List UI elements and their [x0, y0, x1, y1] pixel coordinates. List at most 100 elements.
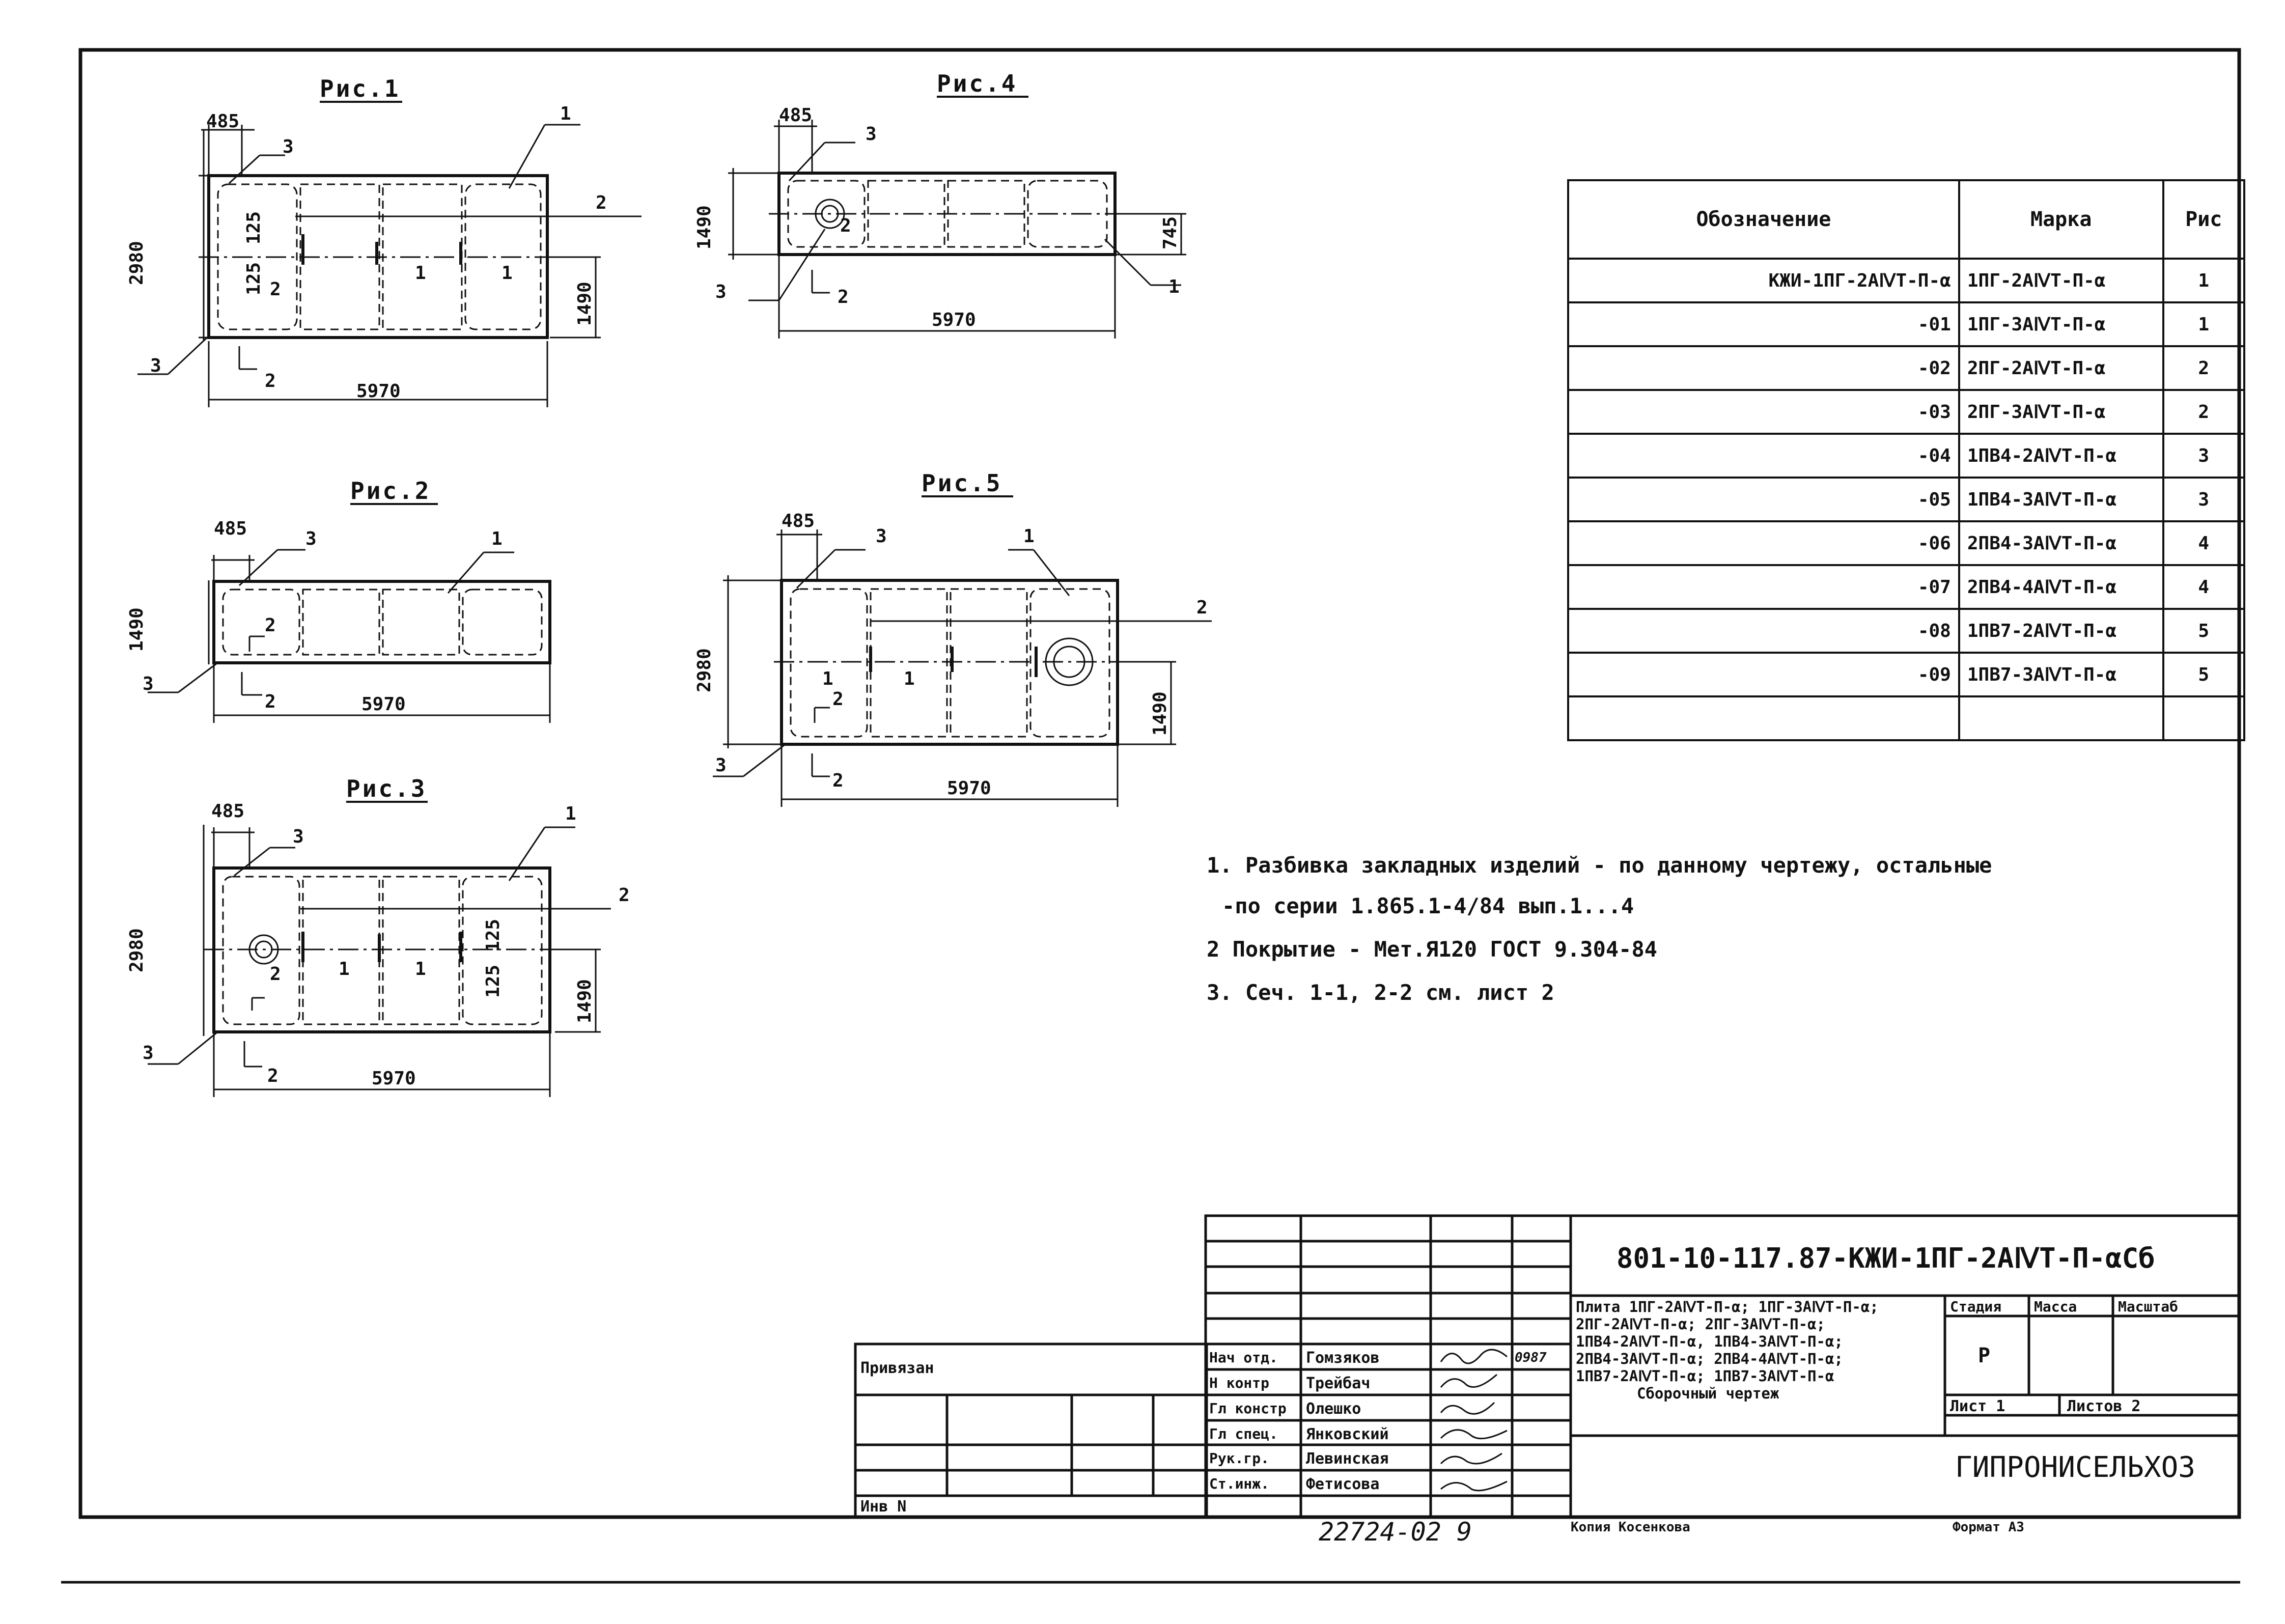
fig1-callout-2: 2 — [596, 192, 607, 213]
signatory-role: Н контр — [1209, 1375, 1270, 1391]
doc-description: Плита 1ПГ-2АⅣТ-П-α; 1ПГ-3АⅣТ-П-α; 2ПГ-2А… — [1576, 1298, 1879, 1402]
spec-cell: -07 — [1567, 564, 1960, 610]
signatory-name: Фетисова — [1306, 1475, 1380, 1493]
fig3-title: Рис.3 — [346, 775, 427, 802]
description-line: 1ПВ4-2АⅣТ-П-α, 1ПВ4-3АⅣТ-П-α; — [1576, 1333, 1843, 1350]
fig2-slab — [212, 580, 551, 664]
fig1-section-1a: 1 — [415, 263, 426, 284]
fig1-dim-small-b: 125 — [243, 262, 264, 295]
fig2-dim-width: 5970 — [361, 694, 406, 715]
spec-header-fig: Рис — [2162, 179, 2246, 260]
sheet-label: Лист 1 — [1950, 1397, 2005, 1415]
signatures — [1440, 1349, 1508, 1492]
fig3-dim-height: 2980 — [126, 928, 147, 972]
signatory-name: Трейбач — [1306, 1375, 1371, 1392]
signatory-role: Нач отд. — [1209, 1349, 1278, 1366]
signatory-name: Гомзяков — [1306, 1349, 1380, 1367]
description-line: 2ПВ4-3АⅣТ-П-α; 2ПВ4-4АⅣТ-П-α; — [1576, 1350, 1843, 1367]
signatory-name: Левинская — [1306, 1450, 1389, 1468]
spec-cell: 1ПГ-2АⅣТ-П-α — [1958, 258, 2164, 303]
signatory-name: Олешко — [1306, 1400, 1361, 1418]
drawing-type: Сборочный чертеж — [1637, 1385, 1779, 1402]
figure-2: Рис.2 485 5970 — [126, 477, 551, 723]
fig4-dim-offset: 485 — [779, 105, 812, 126]
fig2-dim-offset: 485 — [214, 518, 247, 539]
fig3-callout-1: 1 — [565, 803, 576, 824]
fig5-dim-offset: 485 — [782, 511, 815, 531]
fig4-callout-1: 1 — [1168, 276, 1180, 297]
spec-cell: 2ПГ-3АⅣТ-П-α — [1958, 389, 2164, 435]
signatory-name: Янковский — [1306, 1425, 1389, 1443]
fig5-section-1a: 1 — [822, 668, 833, 689]
spec-cell: 3 — [2162, 433, 2246, 479]
fig3-dim-offset: 485 — [211, 801, 244, 822]
fig1-dim-height: 2980 — [126, 241, 147, 285]
fig2-callout-3b: 3 — [143, 674, 154, 694]
figure-1: Рис.1 — [126, 75, 642, 407]
fig5-dim-half: 1490 — [1150, 691, 1171, 736]
date: 0987 — [1515, 1350, 1547, 1365]
fig5-callout-3a: 3 — [876, 526, 887, 547]
doc-code: 801-10-117.87-КЖИ-1ПГ-2АⅣТ-П-αСб — [1617, 1242, 2155, 1274]
fig3-section-1b: 1 — [415, 959, 426, 979]
spec-cell: 1ПВ4-2АⅣТ-П-α — [1958, 433, 2164, 479]
note-1a: 1. Разбивка закладных изделий - по данно… — [1207, 853, 1992, 878]
spec-cell: 2ПВ4-4АⅣТ-П-α — [1958, 564, 2164, 610]
mass-label: Масса — [2034, 1298, 2077, 1315]
spec-cell: 2ПВ4-3АⅣТ-П-α — [1958, 520, 2164, 566]
spec-cell: 2 — [2162, 345, 2246, 391]
spec-cell: -03 — [1567, 389, 1960, 435]
signatory-role: Гл констр — [1209, 1400, 1287, 1417]
signatory-role: Гл спец. — [1209, 1425, 1278, 1442]
spec-cell: 1ПВ7-2АⅣТ-П-α — [1958, 608, 2164, 654]
fig4-callout-3a: 3 — [866, 124, 877, 145]
copied-by: Копия Косенкова — [1571, 1520, 1690, 1535]
spec-cell — [2162, 695, 2246, 741]
description-line: 1ПВ7-2АⅣТ-П-α; 1ПВ7-3АⅣТ-П-α — [1576, 1367, 1834, 1385]
fig3-dim-small-b: 125 — [483, 965, 504, 998]
spec-cell: 1ПВ4-3АⅣТ-П-α — [1958, 477, 2164, 522]
spec-cell: 1 — [2162, 301, 2246, 347]
fig4-dim-width: 5970 — [932, 310, 976, 330]
spec-cell: 2 — [2162, 389, 2246, 435]
scale-label: Масштаб — [2118, 1298, 2179, 1315]
description-line: 2ПГ-2АⅣТ-П-α; 2ПГ-3АⅣТ-П-α; — [1576, 1315, 1826, 1333]
fig1-callout-1: 1 — [560, 103, 571, 124]
fig1-dim-offset: 485 — [206, 111, 239, 132]
fig3-dim-small-a: 125 — [483, 919, 504, 952]
fig5-callout-2: 2 — [1196, 597, 1208, 618]
fig2-callout-3a: 3 — [305, 528, 317, 549]
spec-cell: 2ПГ-2АⅣТ-П-α — [1958, 345, 2164, 391]
fig3-dim-half: 1490 — [574, 979, 595, 1023]
fig1-dim-half: 1490 — [574, 282, 595, 326]
fig4-callout-3b: 3 — [715, 282, 727, 302]
fig2-title: Рис.2 — [350, 477, 431, 505]
fig3-section-2b: 2 — [267, 1066, 278, 1086]
signatory-role: Рук.гр. — [1209, 1450, 1270, 1467]
fig1-callout-3a: 3 — [283, 136, 294, 157]
spec-cell: 4 — [2162, 520, 2246, 566]
title-block-grid — [854, 1214, 2241, 1519]
fig1-title: Рис.1 — [320, 75, 400, 102]
inv-no-label: Инв N — [860, 1498, 907, 1516]
fig3-section-1a: 1 — [339, 959, 350, 979]
spec-cell: 5 — [2162, 652, 2246, 697]
spec-cell — [1567, 695, 1960, 741]
fig4-section-2b: 2 — [838, 287, 849, 307]
spec-cell: 4 — [2162, 564, 2246, 610]
fig5-title: Рис.5 — [922, 469, 1002, 497]
stamp-number: 22724-02 9 — [1319, 1517, 1472, 1547]
spec-header-row: Обозначение Марка Рис — [1567, 179, 2246, 260]
fig5-section-2b: 2 — [832, 770, 844, 791]
spec-cell: КЖИ-1ПГ-2АⅣТ-П-α — [1567, 258, 1960, 303]
signatory-role: Ст.инж. — [1209, 1475, 1270, 1492]
